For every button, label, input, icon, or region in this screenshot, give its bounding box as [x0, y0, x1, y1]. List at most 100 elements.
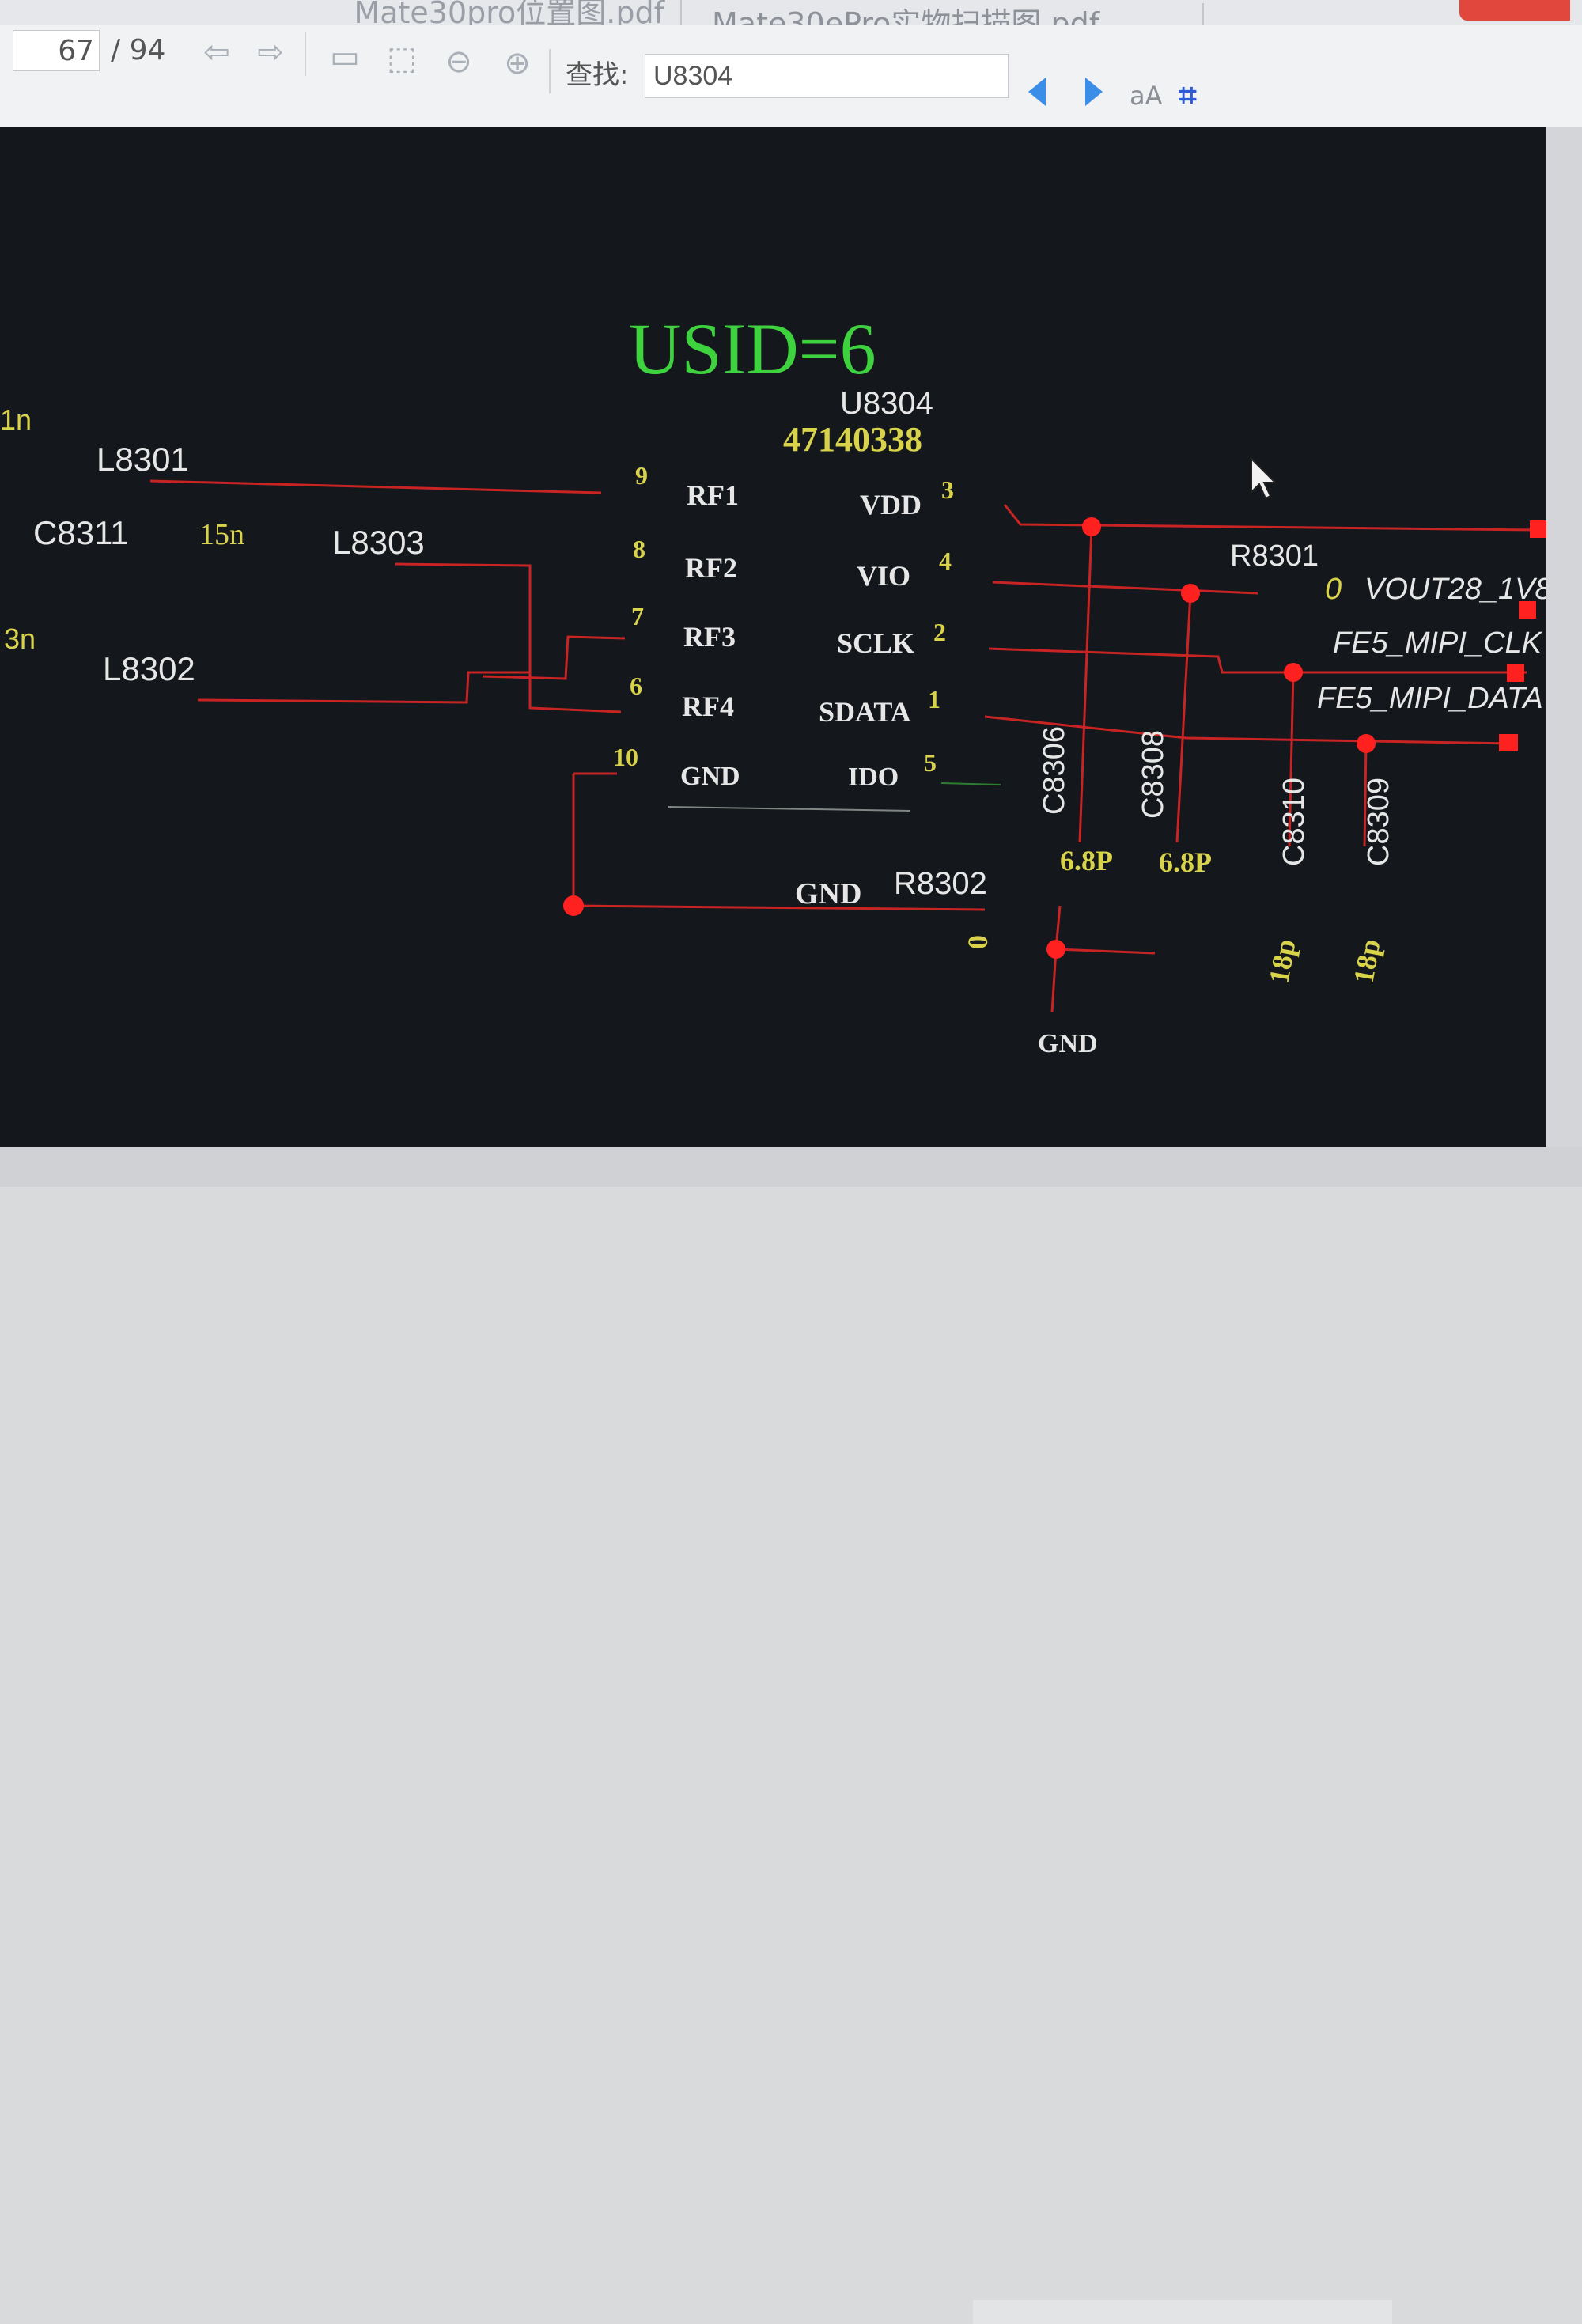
pin-number: 6 [630, 672, 642, 700]
fit-width-icon[interactable]: ⬚ [387, 40, 417, 77]
wire-c8310 [1288, 672, 1295, 847]
match-case-icon[interactable]: aA [1130, 81, 1163, 111]
tab-bar: Mate30pro位置图.pdf Mate30ePro实物扫描图.pdf [0, 0, 1582, 51]
capacitor-label: C8309 [1362, 778, 1395, 866]
zoom-in-icon[interactable]: ⊕ [504, 45, 531, 81]
port-mipi-clk [1507, 664, 1524, 682]
chip-body-bottom [668, 806, 910, 812]
wire-rf4 [197, 671, 530, 704]
back-arrow-icon[interactable]: ⇦ [203, 34, 230, 70]
junction-gnd [563, 895, 584, 916]
wire-gnd-bottom [573, 904, 986, 911]
wire-c8306 [1078, 526, 1093, 843]
horizontal-scrollbar[interactable] [973, 2300, 1392, 2324]
value-label: 1n [0, 403, 32, 436]
binoculars-icon[interactable]: ⌗ [1179, 78, 1197, 114]
current-page-input[interactable]: 67 [13, 30, 100, 71]
value-label: 18p [1347, 937, 1386, 986]
left-pins: 9 RF1 8 RF2 7 RF3 6 RF4 10 GND [613, 461, 740, 791]
zoom-out-icon[interactable]: ⊖ [445, 44, 472, 80]
inductor-label: L8302 [103, 650, 195, 687]
find-label: 查找: [566, 59, 629, 91]
pin-name: GND [680, 762, 740, 791]
pin-number: 3 [941, 475, 954, 504]
wire-vio [992, 581, 1258, 595]
tab-mate30pro-location[interactable]: Mate30pro位置图.pdf [237, 0, 682, 25]
resistor-label: R8301 [1230, 539, 1319, 573]
schematic-view[interactable]: USID=6 U8304 47140338 9 RF1 8 RF2 7 RF3 … [0, 127, 1582, 1147]
wire-rf3 [482, 635, 626, 680]
wire-c8308 [1175, 592, 1192, 843]
pin-name: SCLK [837, 627, 914, 659]
fit-page-icon[interactable]: ▭ [330, 39, 360, 75]
chip-part-number: 47140338 [783, 420, 922, 459]
inductor-label: L8303 [332, 524, 425, 561]
capacitor-label: C8311 [33, 514, 129, 551]
pin-number: 7 [631, 602, 644, 630]
port-mipi-data [1499, 734, 1518, 751]
mouse-cursor-icon [1251, 456, 1277, 500]
value-label: 0 [962, 935, 993, 949]
chip-ref: U8304 [840, 386, 933, 421]
value-label: 0 [1325, 573, 1342, 606]
wire-sdata [984, 715, 1512, 745]
junction-vio [1181, 584, 1200, 603]
junction-sdata [1357, 734, 1376, 753]
gnd-label: GND [1038, 1029, 1098, 1058]
wire-cap-gnd [1054, 905, 1156, 955]
gnd-label: GND [795, 877, 861, 910]
capacitor-label: C8310 [1277, 778, 1311, 866]
junction-sclk [1284, 663, 1303, 682]
next-icon[interactable] [1085, 78, 1103, 106]
toolbar-separator [549, 49, 551, 93]
pin-name: RF4 [682, 691, 734, 722]
toolbar-separator [305, 32, 306, 76]
value-label: 6.8P [1060, 845, 1113, 876]
pin-name: SDATA [819, 696, 911, 728]
status-bar [0, 1147, 1582, 2324]
net-label-mipi-data: FE5_MIPI_DATA [1317, 682, 1543, 715]
junction-vdd [1082, 517, 1101, 536]
net-label-vout: VOUT28_1V8 [1364, 573, 1552, 606]
pin-name: VDD [860, 489, 922, 520]
total-pages-label: / 94 [111, 34, 166, 66]
pin-number: 1 [928, 685, 940, 713]
pin-name: RF2 [685, 552, 737, 584]
inductor-label: L8301 [97, 441, 189, 478]
pin-number: 2 [933, 618, 946, 646]
port-vc [1530, 520, 1547, 538]
junctions [563, 517, 1547, 959]
forward-arrow-icon[interactable]: ⇨ [257, 34, 284, 70]
port-vout [1519, 601, 1536, 619]
wire-sclk [988, 647, 1527, 674]
pin-number: 9 [635, 461, 648, 490]
value-label: 6.8P [1159, 846, 1212, 878]
vertical-scrollbar[interactable] [1546, 127, 1582, 1147]
window-close-button[interactable] [1459, 0, 1570, 21]
pin-name: RF1 [687, 479, 739, 511]
pin-number: 8 [633, 535, 645, 563]
wire-c8309 [1363, 743, 1368, 847]
capacitor-label: C8306 [1038, 726, 1071, 815]
pin-name: IDO [848, 763, 899, 792]
wire-gnd-right [1050, 948, 1058, 1013]
previous-icon[interactable] [1028, 78, 1046, 106]
pin-number: 10 [613, 743, 638, 771]
pin-number: 4 [939, 547, 952, 575]
pin-name: RF3 [683, 621, 736, 653]
wires [149, 479, 1539, 1013]
find-input[interactable] [645, 54, 1009, 98]
resistor-label: R8302 [894, 866, 987, 901]
value-label: 15n [199, 518, 244, 551]
value-label: 18p [1262, 937, 1301, 986]
cap-labels: C8306 C8308 C8310 C8309 [1038, 726, 1395, 866]
chip-body [668, 782, 1001, 812]
wire-vdd [1003, 504, 1539, 532]
usid-title: USID=6 [629, 308, 876, 389]
wire-rf2 [395, 562, 622, 713]
left-components: 1n L8301 C8311 15n L8303 3n L8302 [0, 403, 425, 687]
bottom-labels: GND R8302 GND [795, 866, 1098, 1058]
net-label-mipi-clk: FE5_MIPI_CLK [1333, 626, 1543, 660]
pdf-toolbar: 67 / 94 ⇦ ⇨ ▭ ⬚ ⊖ ⊕ 查找: aA ⌗ [0, 25, 1582, 130]
capacitor-label: C8308 [1137, 730, 1170, 819]
